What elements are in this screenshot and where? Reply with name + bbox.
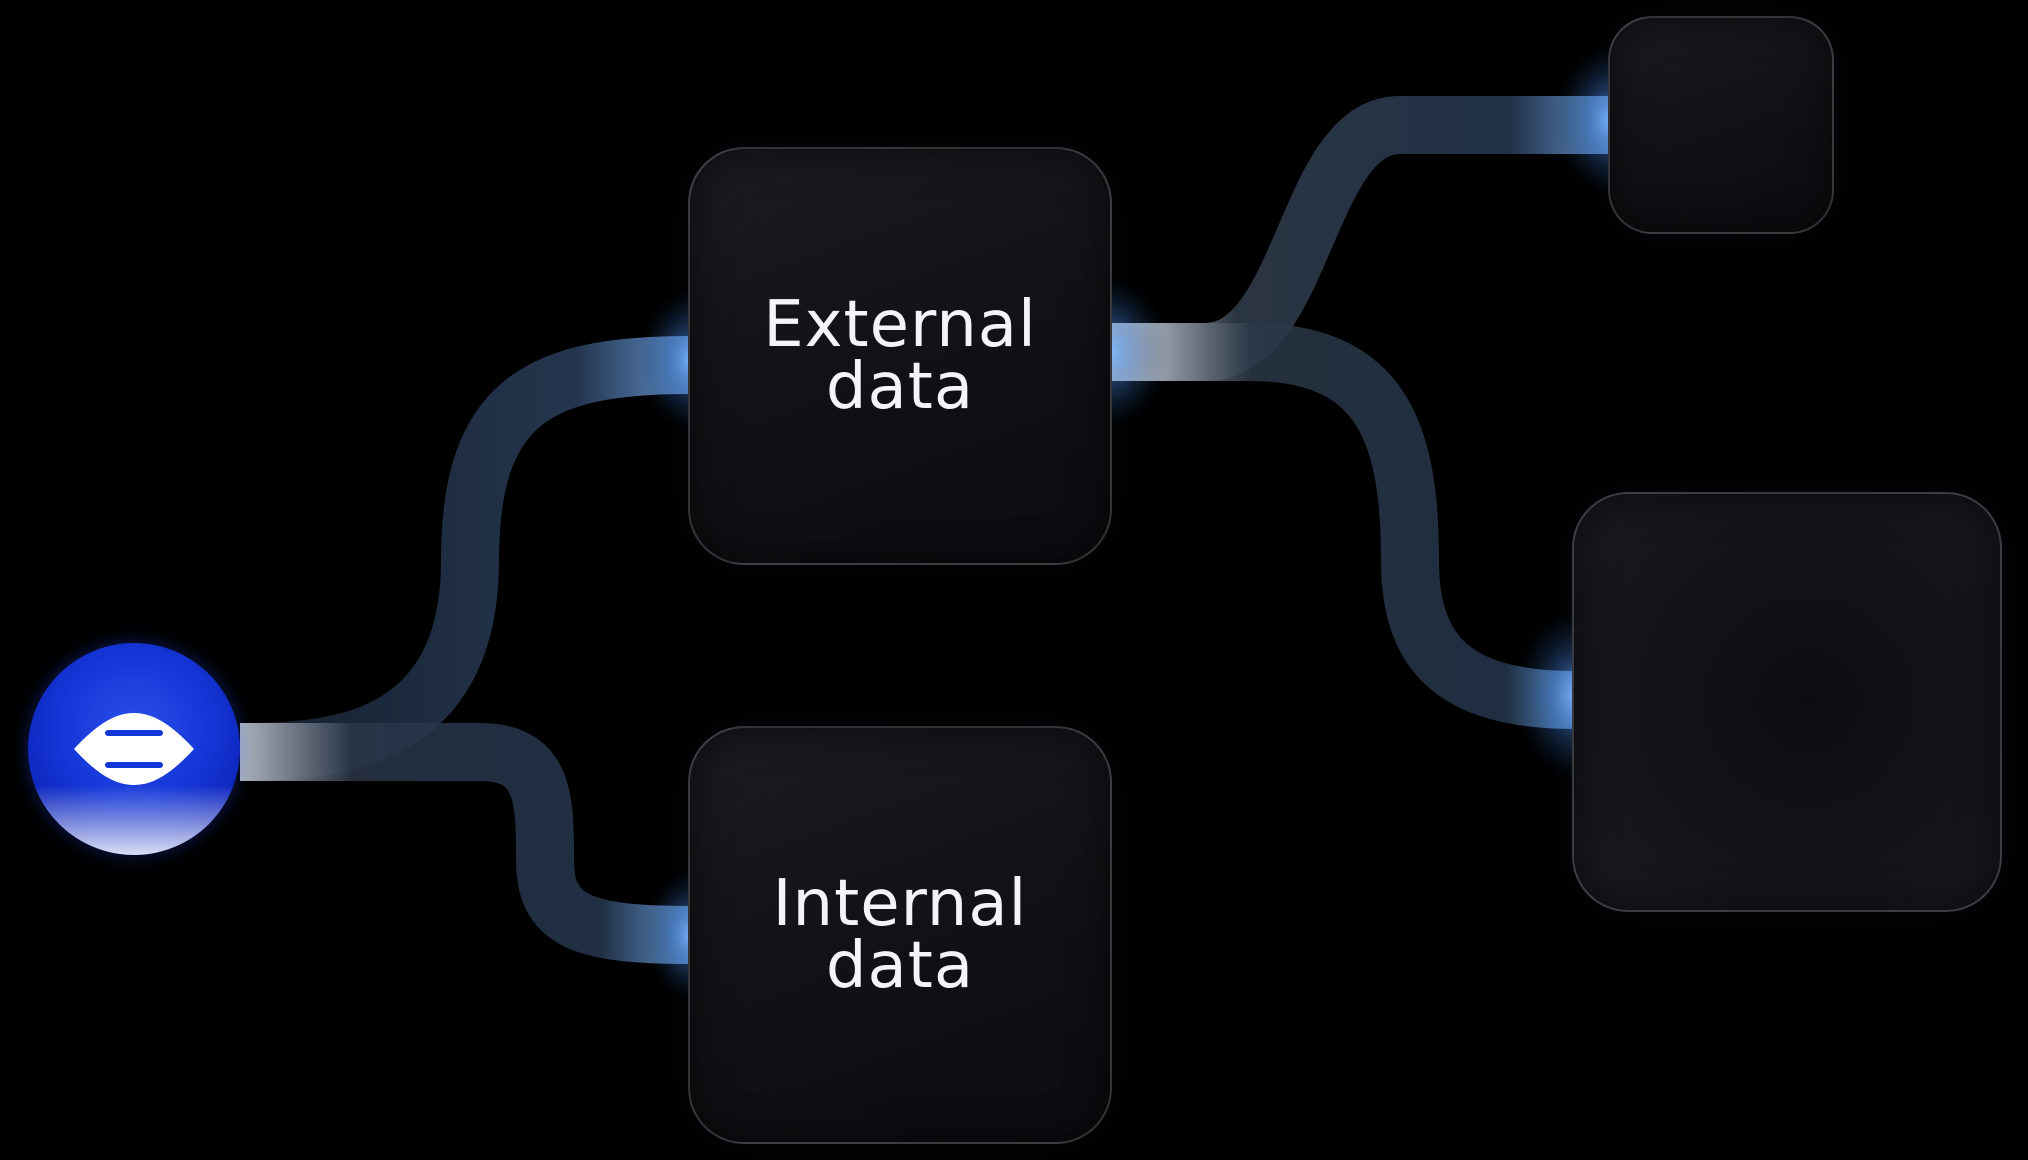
source-node[interactable] [28, 643, 240, 855]
external-data-node[interactable]: External data [688, 147, 1112, 565]
internal-data-node[interactable]: Internal data [688, 726, 1112, 1144]
link-source-to-external [239, 336, 691, 781]
mid-right-node[interactable] [1572, 492, 2002, 912]
external-data-label: External data [763, 288, 1037, 424]
eye-logo-icon [74, 713, 194, 785]
link-external-to-mid-right [1112, 323, 1576, 729]
link-external-to-top-right [1112, 96, 1610, 381]
top-right-node[interactable] [1608, 16, 1834, 234]
internal-data-label: Internal data [772, 867, 1028, 1003]
link-source-to-internal [240, 723, 691, 964]
